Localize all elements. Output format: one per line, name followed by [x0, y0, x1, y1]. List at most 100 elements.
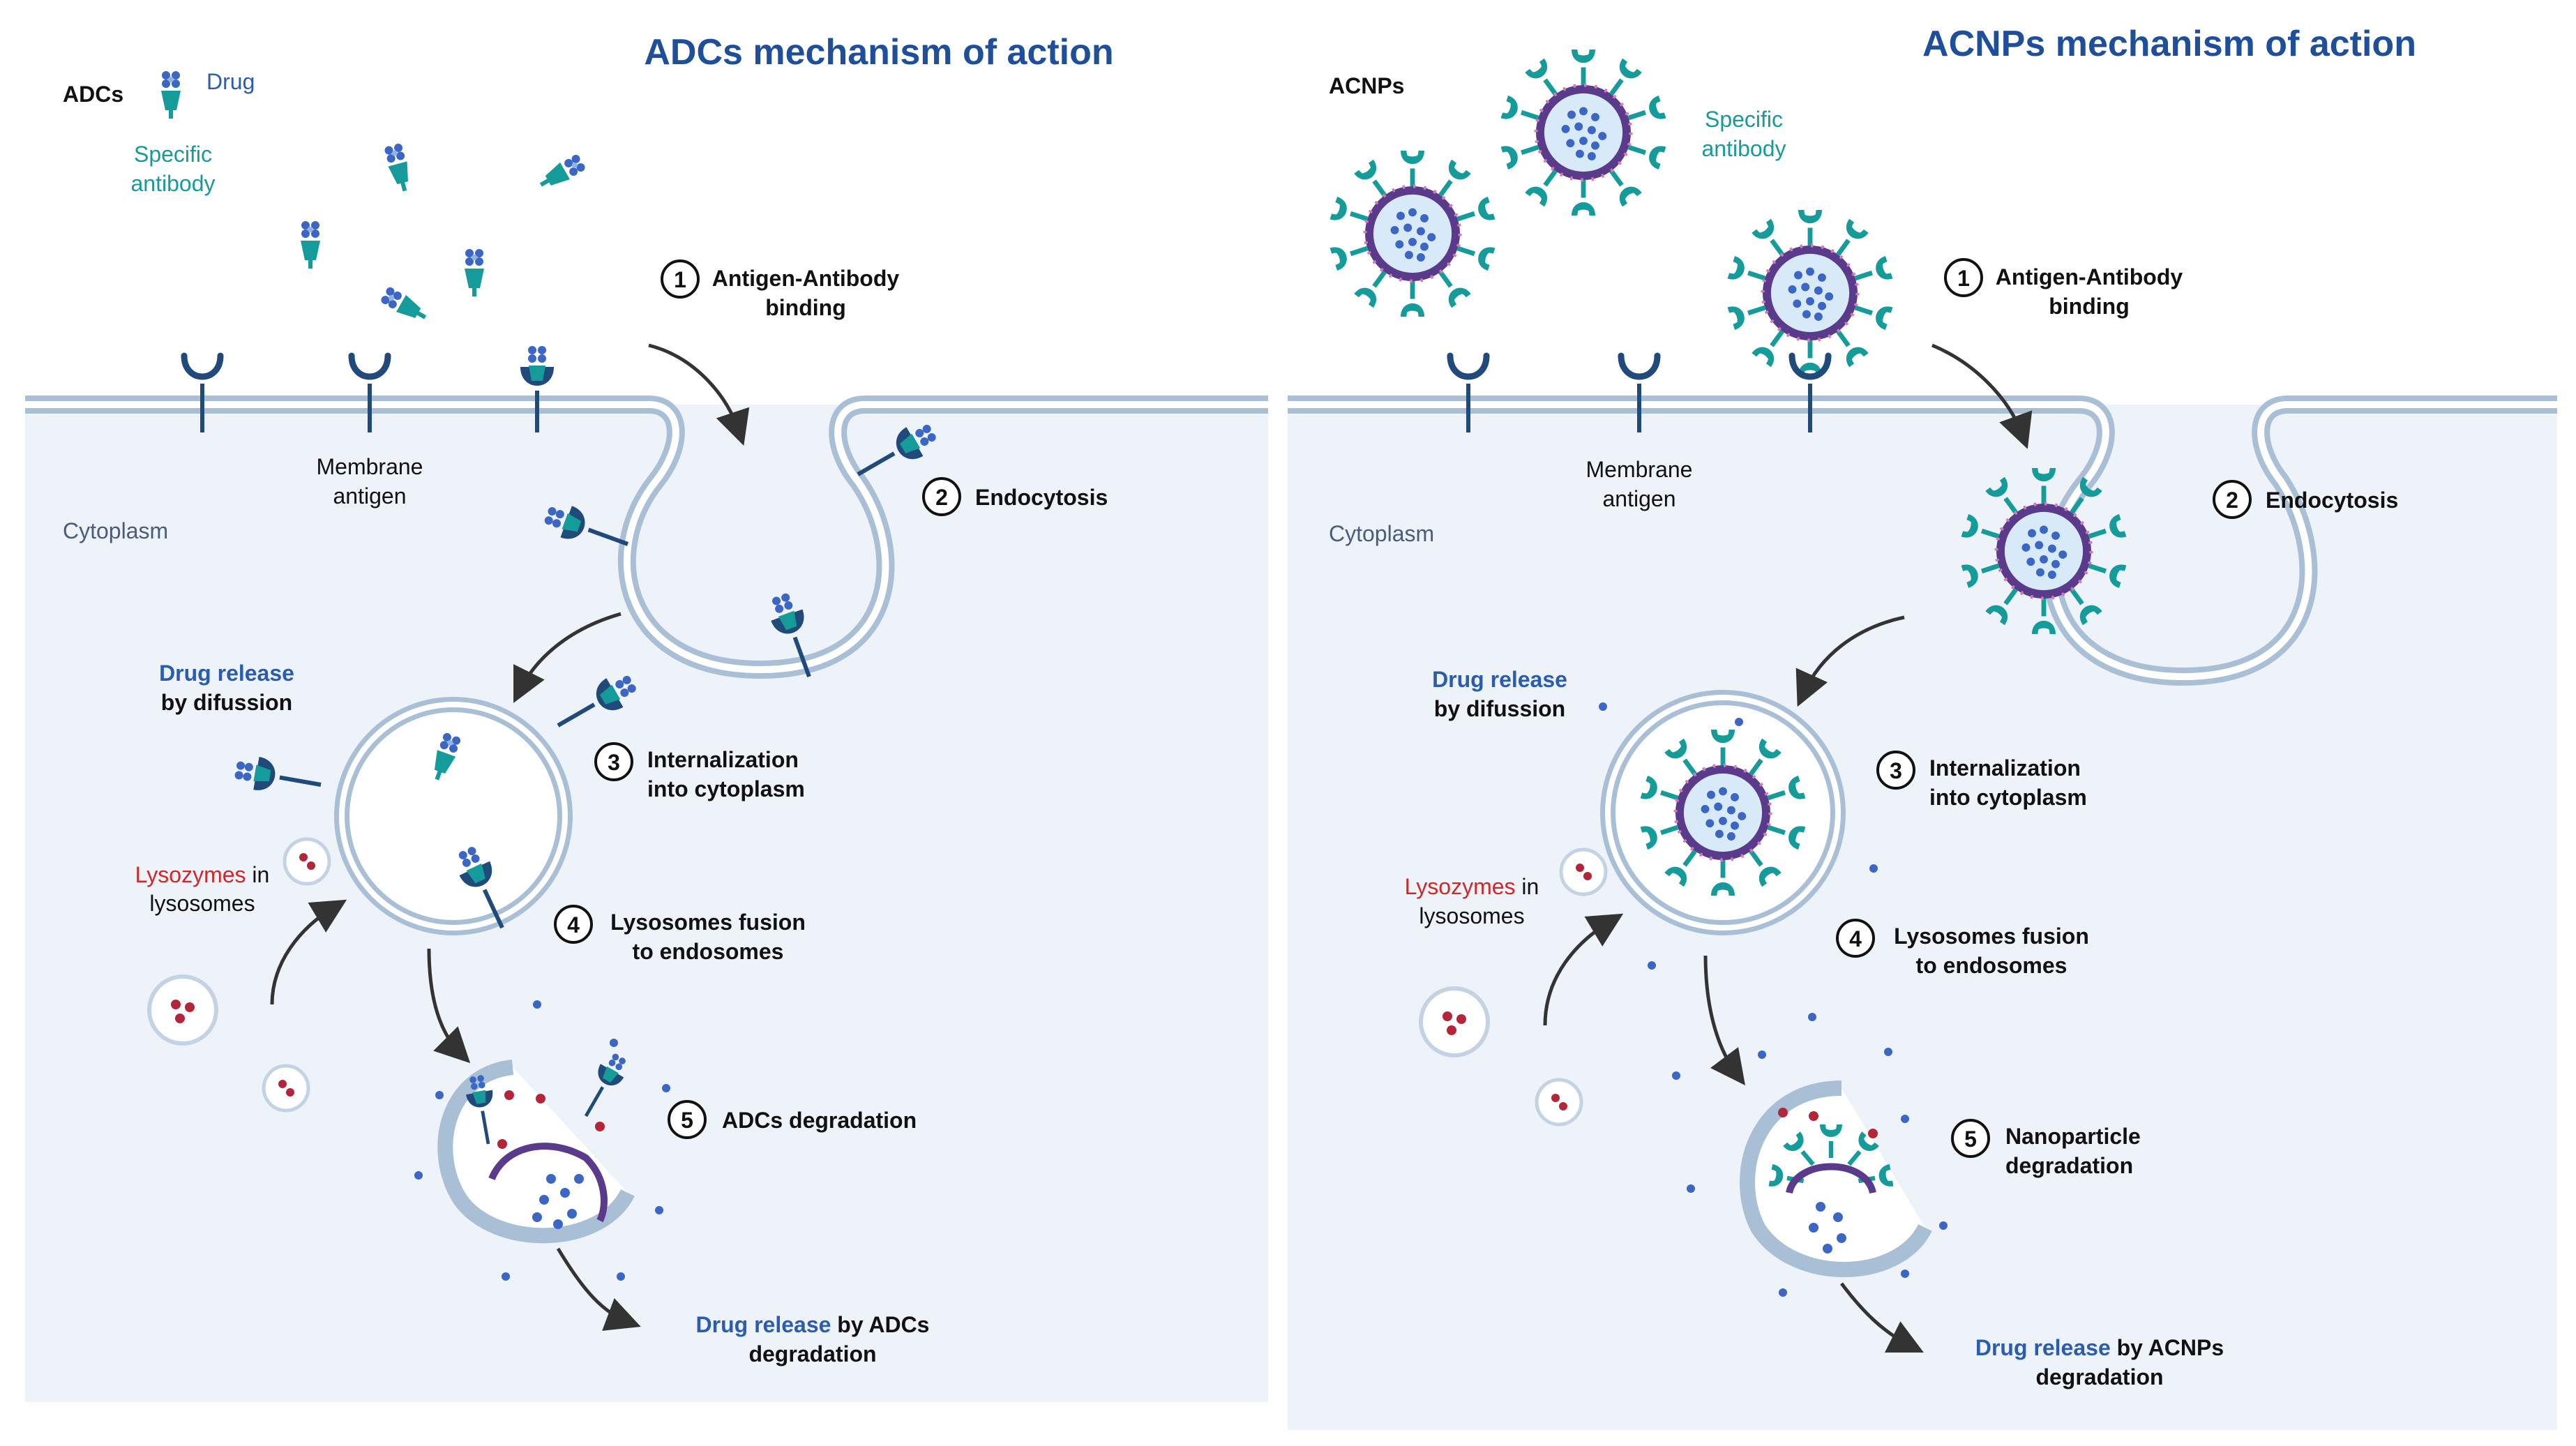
- svg-text:Antigen-Antibody: Antigen-Antibody: [1996, 264, 2183, 289]
- released-drug-dots: [414, 1000, 670, 1281]
- right-step4-arrow: [1703, 955, 1745, 1086]
- svg-text:Drug release by ADCs: Drug release by ADCs: [696, 1312, 930, 1337]
- right-step5-arrow: [1840, 1282, 1924, 1353]
- svg-text:into cytoplasm: into cytoplasm: [1929, 785, 2087, 810]
- panel-divider: [1268, 0, 1288, 1446]
- right-title: ACNPs mechanism of action: [1922, 24, 2416, 64]
- svg-text:degradation: degradation: [2005, 1153, 2133, 1178]
- svg-text:Nanoparticle: Nanoparticle: [2005, 1124, 2141, 1149]
- lysosome-icon: [1537, 1080, 1581, 1124]
- svg-text:Endocytosis: Endocytosis: [2266, 488, 2398, 513]
- lysosome-icon: [1421, 988, 1488, 1055]
- left-title: ADCs mechanism of action: [644, 32, 1113, 73]
- right-drug-release-line2: by difussion: [1434, 696, 1565, 721]
- step-2: 2 Endocytosis: [922, 477, 1108, 516]
- svg-text:2: 2: [935, 485, 948, 510]
- free-adc-icon: [383, 142, 414, 194]
- cytoplasm-label: Cytoplasm: [63, 518, 168, 543]
- drug-release-line2: by difussion: [161, 690, 292, 715]
- right-step-5: 5 Nanoparticle degradation: [1951, 1119, 2141, 1178]
- svg-text:binding: binding: [2049, 294, 2130, 319]
- right-final-release-label: Drug release: [1975, 1335, 2111, 1360]
- left-panel: ADCs mechanism of action ADCs Drug Speci…: [25, 32, 1268, 1402]
- step5-arrow: [556, 1247, 641, 1331]
- legend-adcs-label: ADCs: [63, 82, 123, 107]
- right-step2-arrow: [1795, 615, 1905, 707]
- right-step-4: 4 Lysosomes fusion to endosomes: [1836, 919, 2089, 978]
- svg-text:Lysosomes fusion: Lysosomes fusion: [610, 910, 806, 935]
- svg-text:ADCs degradation: ADCs degradation: [722, 1108, 917, 1133]
- step-3: 3 Internalization into cytoplasm: [594, 742, 805, 801]
- right-step-2: 2 Endocytosis: [2213, 480, 2398, 519]
- svg-text:Endocytosis: Endocytosis: [975, 485, 1108, 510]
- free-adc-icon: [465, 249, 484, 296]
- svg-text:2: 2: [2226, 488, 2238, 513]
- legend-acnps-label: ACNPs: [1329, 73, 1404, 98]
- right-membrane-antigen-line2: antigen: [1603, 486, 1676, 511]
- step-5: 5 ADCs degradation: [668, 1100, 917, 1139]
- right-lysosome-arrow: [1543, 913, 1624, 1026]
- svg-text:4: 4: [567, 912, 580, 937]
- drug-release-line1: Drug release: [159, 661, 294, 686]
- svg-text:3: 3: [1890, 758, 1902, 783]
- free-adc-icon: [536, 152, 587, 194]
- legend-drug-label: Drug: [206, 69, 255, 94]
- membrane-antigen-line1: Membrane: [317, 454, 423, 479]
- svg-text:1: 1: [1957, 266, 1970, 291]
- step1-arrow: [648, 343, 750, 446]
- final-release-line2: degradation: [748, 1341, 876, 1366]
- final-release-label: Drug release: [696, 1312, 831, 1337]
- svg-text:Lysosomes fusion: Lysosomes fusion: [1894, 924, 2089, 949]
- svg-text:5: 5: [681, 1108, 693, 1133]
- lysosome-icon: [285, 839, 329, 884]
- svg-text:into cytoplasm: into cytoplasm: [647, 776, 805, 801]
- step2-arrow: [513, 612, 622, 703]
- svg-text:Internalization: Internalization: [1929, 755, 2081, 781]
- right-legend-antibody-line2: antibody: [1702, 136, 1786, 161]
- step4-arrow: [427, 948, 471, 1064]
- adc-legend-icon: [161, 71, 181, 119]
- svg-text:1: 1: [674, 267, 686, 292]
- lysosomes-label: lysosomes: [149, 891, 255, 916]
- svg-text:4: 4: [1849, 926, 1862, 951]
- degradation-vesicle: [437, 1060, 635, 1244]
- right-step-3: 3 Internalization into cytoplasm: [1876, 751, 2087, 810]
- free-adc-icon: [301, 221, 320, 269]
- svg-text:5: 5: [1964, 1127, 1977, 1152]
- right-panel: ACNPs mechanism of action ACNPs Specific…: [1288, 24, 2557, 1430]
- lysozymes-label: Lysozymes: [135, 862, 246, 887]
- legend-antibody-line2: antibody: [131, 171, 216, 196]
- right-legend-antibody-line1: Specific: [1705, 107, 1783, 132]
- nanoparticle-icon: [1728, 210, 1893, 376]
- lysosome-arrow: [270, 899, 347, 1005]
- right-released-drug-dots: [1599, 702, 1948, 1297]
- step-1: 1 Antigen-Antibody binding: [661, 259, 900, 320]
- lysosome-icon: [264, 1066, 308, 1110]
- svg-text:Lysozymes in: Lysozymes in: [1405, 874, 1539, 899]
- svg-text:Internalization: Internalization: [647, 747, 799, 772]
- step-4: 4 Lysosomes fusion to endosomes: [554, 905, 806, 964]
- lysosome-icon: [149, 977, 216, 1044]
- right-degradation-vesicle: [1740, 1080, 1932, 1277]
- svg-text:3: 3: [608, 750, 620, 775]
- svg-text:Antigen-Antibody: Antigen-Antibody: [712, 266, 900, 291]
- right-cytoplasm-label: Cytoplasm: [1329, 521, 1434, 546]
- svg-text:binding: binding: [765, 295, 846, 320]
- right-step-1: 1 Antigen-Antibody binding: [1944, 258, 2183, 319]
- right-cytoplasm-region: [1288, 405, 2557, 1430]
- legend-antibody-line1: Specific: [134, 142, 212, 167]
- right-drug-release-line1: Drug release: [1432, 667, 1567, 692]
- svg-text:to endosomes: to endosomes: [633, 939, 784, 964]
- right-lysozymes-label: Lysozymes: [1405, 874, 1516, 899]
- svg-text:Lysozymes in: Lysozymes in: [135, 862, 270, 887]
- membrane-antigen-line2: antigen: [333, 483, 407, 509]
- right-step1-arrow: [1931, 343, 2033, 449]
- svg-text:Drug release by ACNPs: Drug release by ACNPs: [1975, 1335, 2224, 1360]
- right-final-release-line2: degradation: [2035, 1364, 2163, 1389]
- left-cytoplasm-region: [25, 405, 1268, 1402]
- nanoparticle-icon: [1330, 151, 1496, 317]
- right-lysosomes-label: lysosomes: [1419, 903, 1524, 928]
- free-adc-icon: [379, 285, 430, 326]
- lysosome-icon: [1561, 850, 1606, 894]
